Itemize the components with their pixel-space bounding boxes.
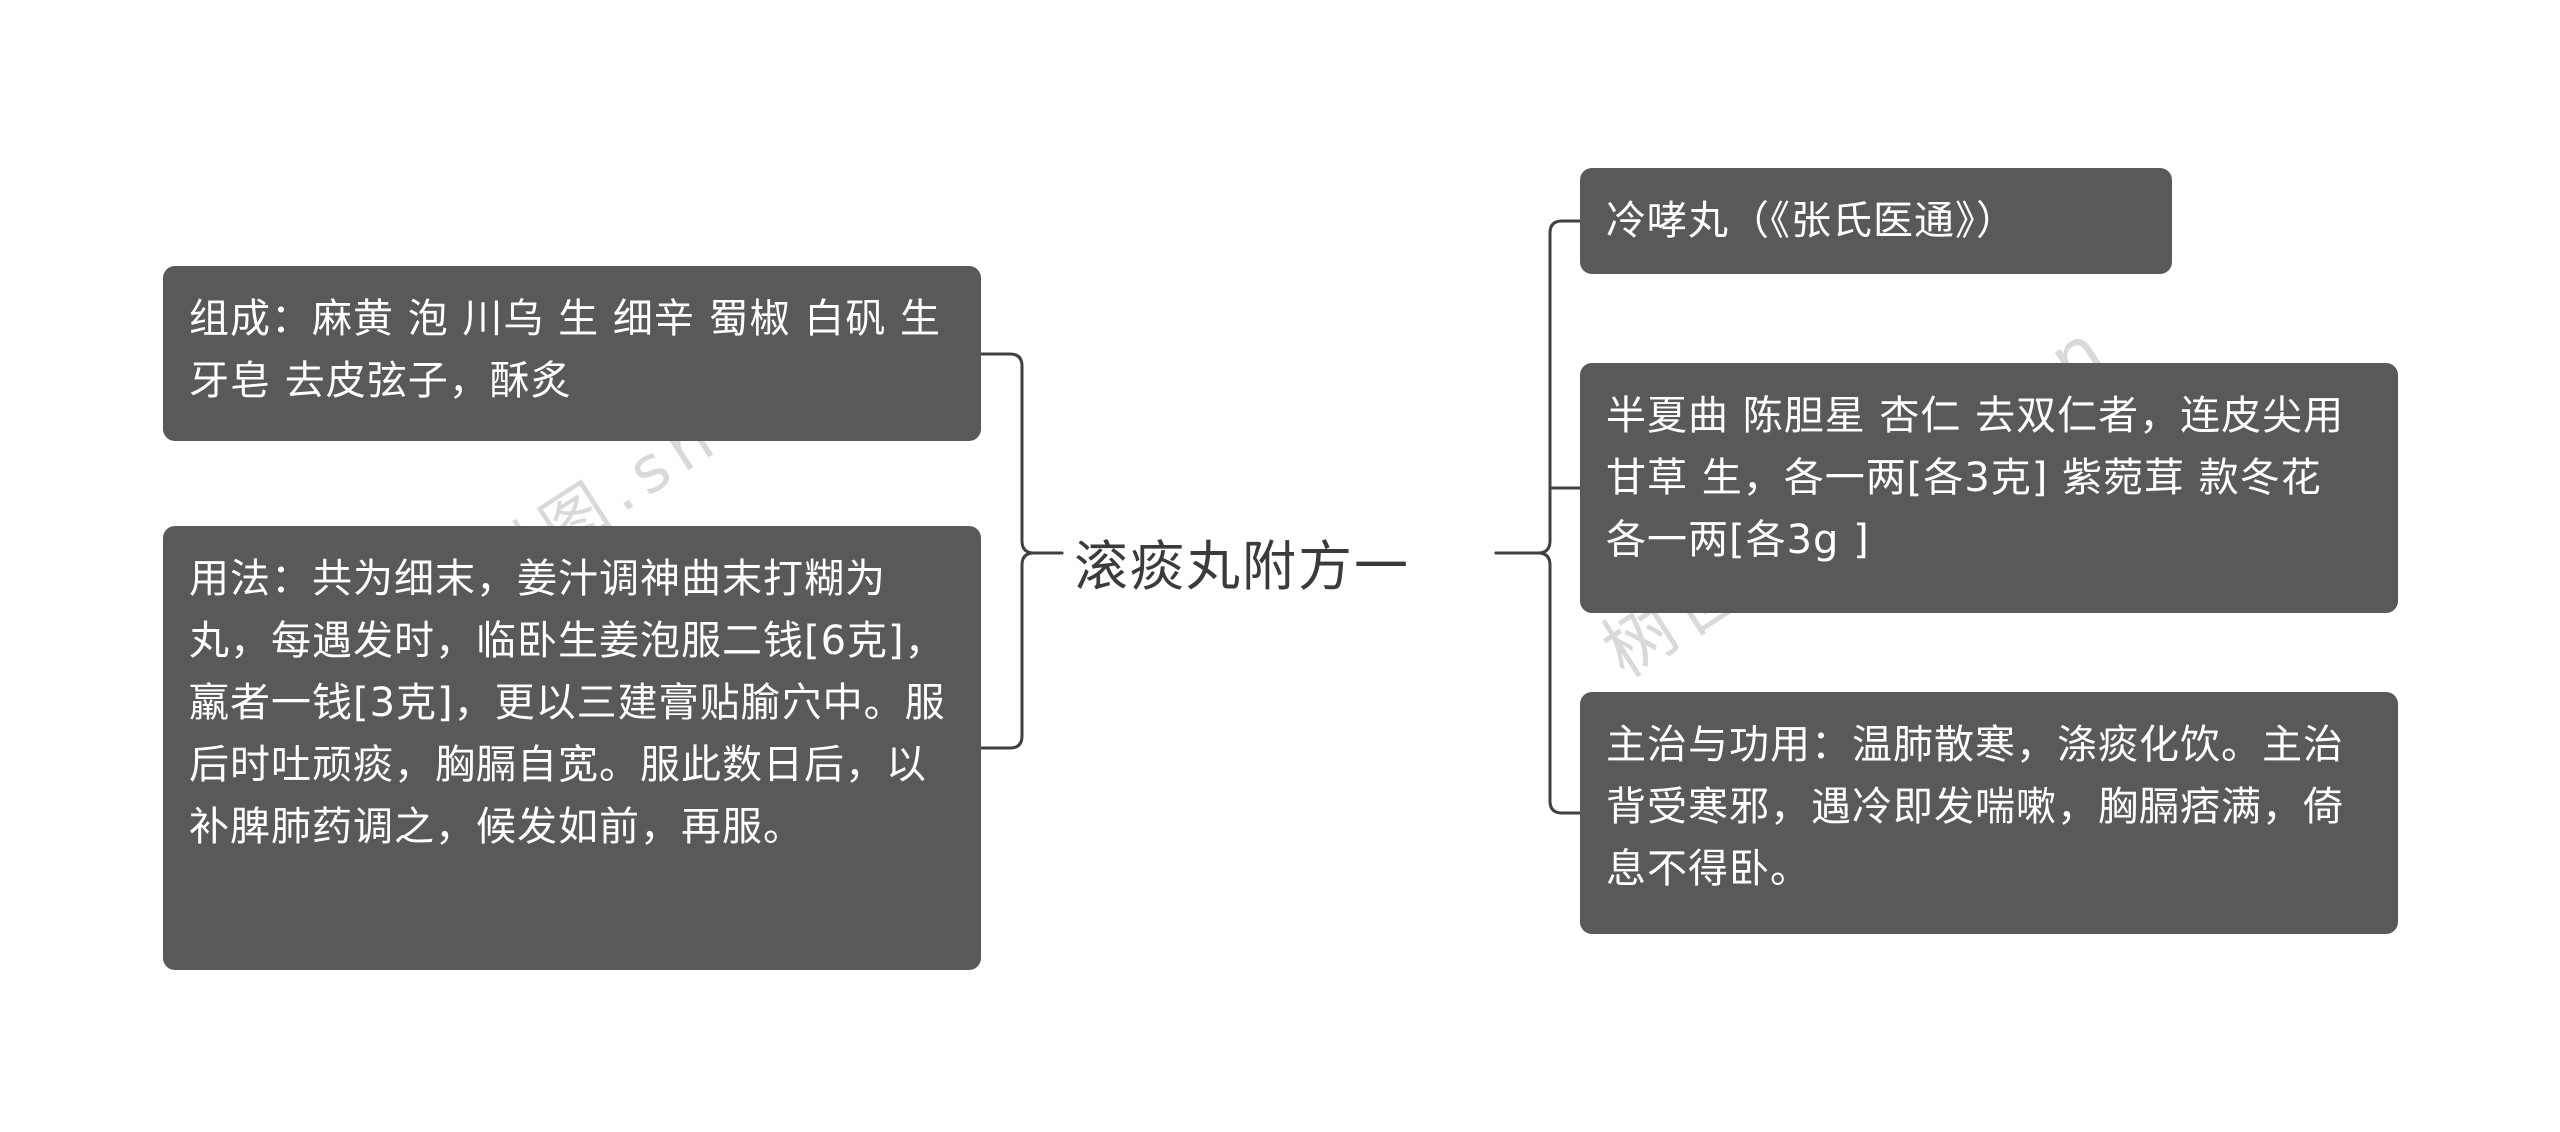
central-topic: 滚痰丸附方一 [1074,535,1410,598]
node-ingredients: 半夏曲 陈胆星 杏仁 去双仁者，连皮尖用 甘草 生，各一两[各3克] 紫菀茸 款… [1580,363,2398,613]
node-formula-name: 冷哮丸（《张氏医通》） [1580,168,2172,274]
connector-right-bottom [1494,551,1582,815]
node-usage: 用法：共为细末，姜汁调神曲末打糊为丸，每遇发时，临卧生姜泡服二钱[6克]，羸者一… [163,526,981,970]
connector-left-top [979,352,1064,555]
node-composition: 组成：麻黄 泡 川乌 生 细辛 蜀椒 白矾 生 牙皂 去皮弦子，酥炙 [163,266,981,441]
connector-left-bottom [979,551,1064,750]
connector-right-top [1494,219,1582,555]
node-indications: 主治与功用：温肺散寒，涤痰化饮。主治背受寒邪，遇冷即发喘嗽，胸膈痞满，倚息不得卧… [1580,692,2398,934]
